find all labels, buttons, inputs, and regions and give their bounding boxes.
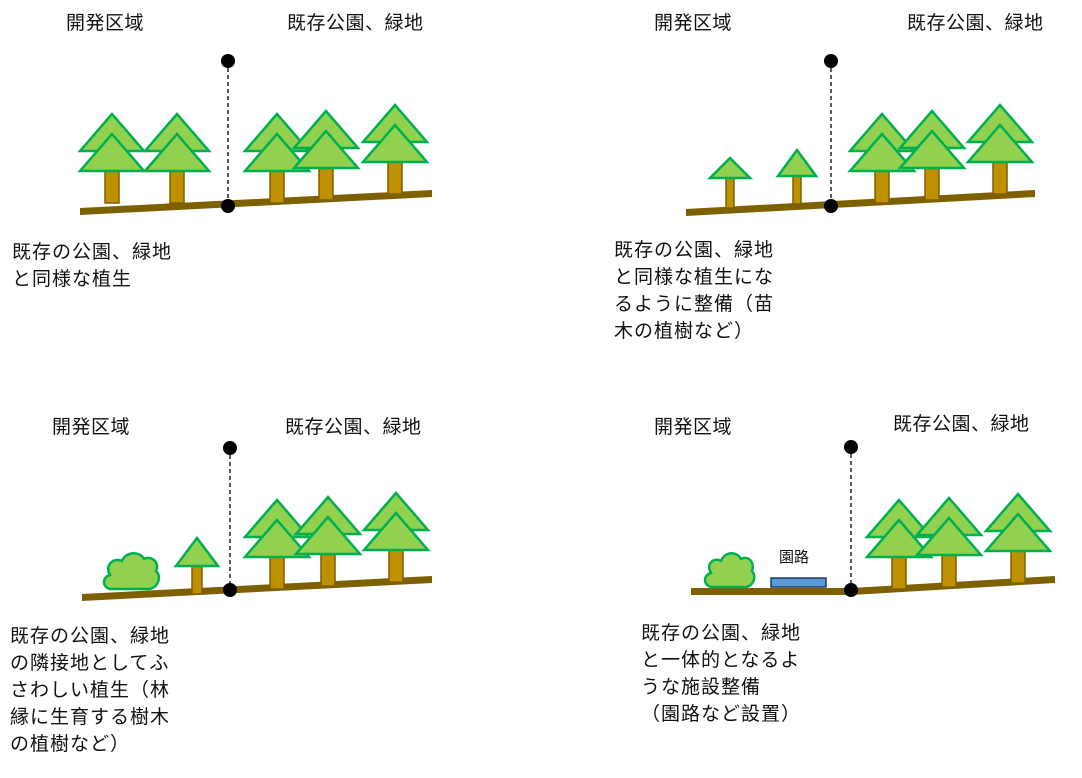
development-area-label: 開発区域 bbox=[66, 12, 145, 34]
description-line: 既存の公園、緑地 bbox=[641, 622, 802, 644]
tree bbox=[914, 496, 984, 588]
tree bbox=[77, 112, 147, 204]
boundary-ground-marker bbox=[221, 199, 235, 213]
description-line: るように整備（苗 bbox=[614, 293, 775, 315]
description-line: の植樹など） bbox=[10, 733, 131, 755]
tree bbox=[864, 498, 934, 590]
boundary-top-marker bbox=[221, 54, 235, 68]
existing-park-label: 既存公園、緑地 bbox=[285, 416, 422, 438]
boundary-ground-marker bbox=[223, 583, 237, 597]
tree bbox=[293, 495, 363, 587]
seedling bbox=[706, 156, 754, 209]
tree bbox=[242, 112, 312, 204]
boundary-top-marker bbox=[844, 440, 858, 454]
park-path bbox=[770, 577, 827, 588]
development-area-label: 開発区域 bbox=[52, 416, 131, 438]
panel-integrated-facilities: 開発区域 既存公園、緑地 園路 既存の公園、緑地 と一体的となるよ うな施設整備… bbox=[541, 389, 1082, 778]
tree bbox=[142, 112, 212, 204]
scene-illustration bbox=[77, 54, 432, 215]
ground-slope-flat bbox=[691, 588, 851, 595]
scene-illustration bbox=[691, 440, 1055, 597]
scene-illustration bbox=[686, 54, 1035, 216]
description: 既存の公園、緑地 と同様な植生 bbox=[12, 239, 172, 293]
park-path-label: 園路 bbox=[779, 548, 810, 566]
boundary-ground-marker bbox=[844, 583, 858, 597]
tree bbox=[847, 112, 917, 204]
tree bbox=[897, 109, 967, 201]
ground-slope bbox=[82, 576, 432, 601]
description-line: 既存の公園、緑地 bbox=[10, 625, 171, 647]
description: 既存の公園、緑地 と同様な植生にな るように整備（苗 木の植樹など） bbox=[614, 237, 774, 345]
boundary-top-marker bbox=[223, 441, 237, 455]
description: 既存の公園、緑地 の隣接地としてふ さわしい植生（林 縁に生育する樹木 の植樹な… bbox=[10, 623, 170, 758]
description-line: と一体的となるよ bbox=[641, 649, 801, 671]
development-area-label: 開発区域 bbox=[654, 12, 733, 34]
development-area-label: 開発区域 bbox=[654, 416, 733, 438]
panel-seedling-planting: 開発区域 既存公園、緑地 既存の公園、緑地 と同様な植生にな るように整備（苗 … bbox=[541, 0, 1082, 389]
panel-existing-vegetation: 開発区域 既存公園、緑地 既存の公園、緑地 と同様な植生 bbox=[0, 0, 541, 389]
description-line: （園路など設置） bbox=[641, 703, 802, 725]
description-line: 縁に生育する樹木 bbox=[10, 706, 171, 728]
existing-park-label: 既存公園、緑地 bbox=[287, 12, 424, 34]
tree bbox=[361, 491, 431, 583]
description-line: さわしい植生（林 bbox=[10, 679, 171, 701]
existing-park-label: 既存公園、緑地 bbox=[907, 12, 1044, 34]
boundary-top-marker bbox=[824, 54, 838, 68]
description-line: 既存の公園、緑地 bbox=[12, 241, 173, 263]
shrub bbox=[703, 552, 756, 589]
panel-forest-edge-vegetation: 開発区域 既存公園、緑地 既存の公園、緑地 の隣接地としてふ さわしい植生（林 … bbox=[0, 389, 541, 778]
description-line: と同様な植生 bbox=[12, 268, 133, 290]
seedling bbox=[775, 147, 819, 205]
tree bbox=[242, 498, 312, 590]
boundary-ground-marker bbox=[824, 199, 838, 213]
scene-illustration bbox=[82, 441, 432, 601]
description-line: うな施設整備 bbox=[641, 676, 762, 698]
seedling bbox=[173, 535, 221, 595]
tree bbox=[983, 492, 1053, 584]
tree bbox=[360, 103, 430, 195]
description-line: 木の植樹など） bbox=[614, 320, 755, 342]
description: 既存の公園、緑地 と一体的となるよ うな施設整備 （園路など設置） bbox=[641, 620, 801, 728]
ground-slope bbox=[686, 190, 1035, 216]
description-line: 既存の公園、緑地 bbox=[614, 239, 775, 261]
tree bbox=[291, 109, 361, 201]
tree bbox=[965, 103, 1035, 195]
description-line: と同様な植生にな bbox=[614, 266, 775, 288]
ground-slope bbox=[80, 190, 432, 215]
shrub bbox=[102, 552, 161, 591]
existing-park-label: 既存公園、緑地 bbox=[893, 413, 1030, 435]
description-line: の隣接地としてふ bbox=[10, 652, 170, 674]
